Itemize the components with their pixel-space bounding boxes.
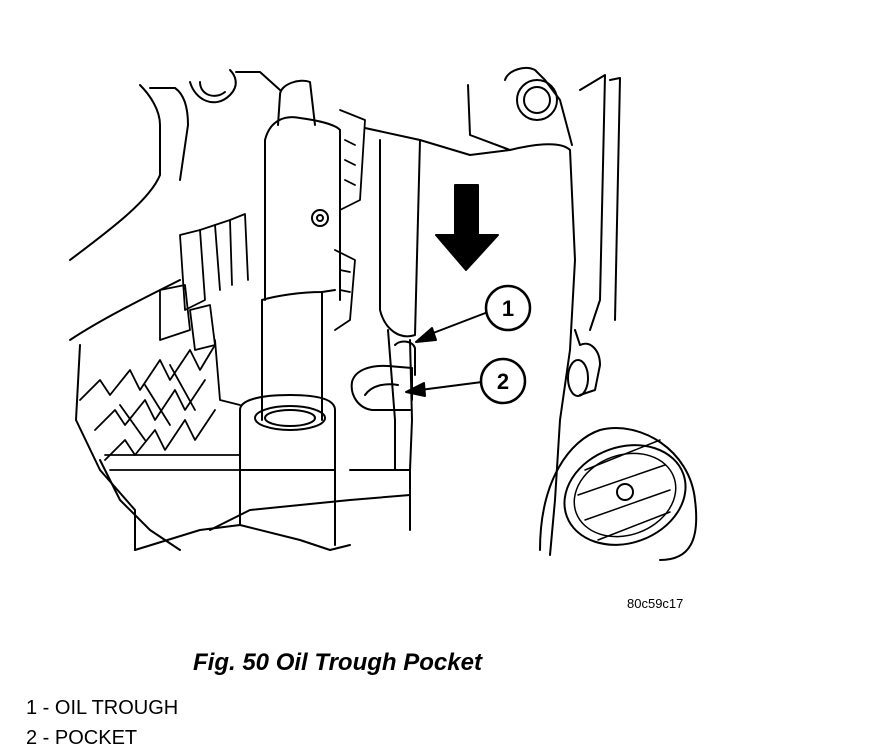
clutch-pack (159, 109, 366, 351)
trough-pocket-detail (350, 340, 416, 411)
filter-cover (539, 427, 698, 561)
callout-leader-1 (415, 311, 489, 343)
callout-leader-2 (405, 381, 483, 397)
callout-circle-2: 2 (479, 357, 527, 405)
housing-outline (69, 69, 281, 551)
oil-trough-illustration: 1 2 (69, 67, 698, 561)
figure-caption: Fig. 50 Oil Trough Pocket (193, 649, 482, 676)
input-shaft (261, 79, 341, 421)
case-wall (364, 67, 621, 556)
legend-item-oil-trough: 1 - OIL TROUGH (26, 697, 179, 719)
callout-number-1: 1 (502, 296, 514, 321)
callout-number-2: 2 (497, 369, 509, 394)
image-reference-code: 80c59c17 (627, 596, 684, 611)
callout-circle-1: 1 (484, 284, 532, 332)
legend-item-pocket: 2 - POCKET (26, 727, 138, 749)
lower-body (134, 469, 411, 551)
gear-teeth (79, 339, 241, 471)
bearing-collar (239, 394, 336, 471)
figure-legend: 1 - OIL TROUGH 2 - POCKET (26, 693, 178, 753)
direction-arrow-icon (435, 184, 499, 271)
